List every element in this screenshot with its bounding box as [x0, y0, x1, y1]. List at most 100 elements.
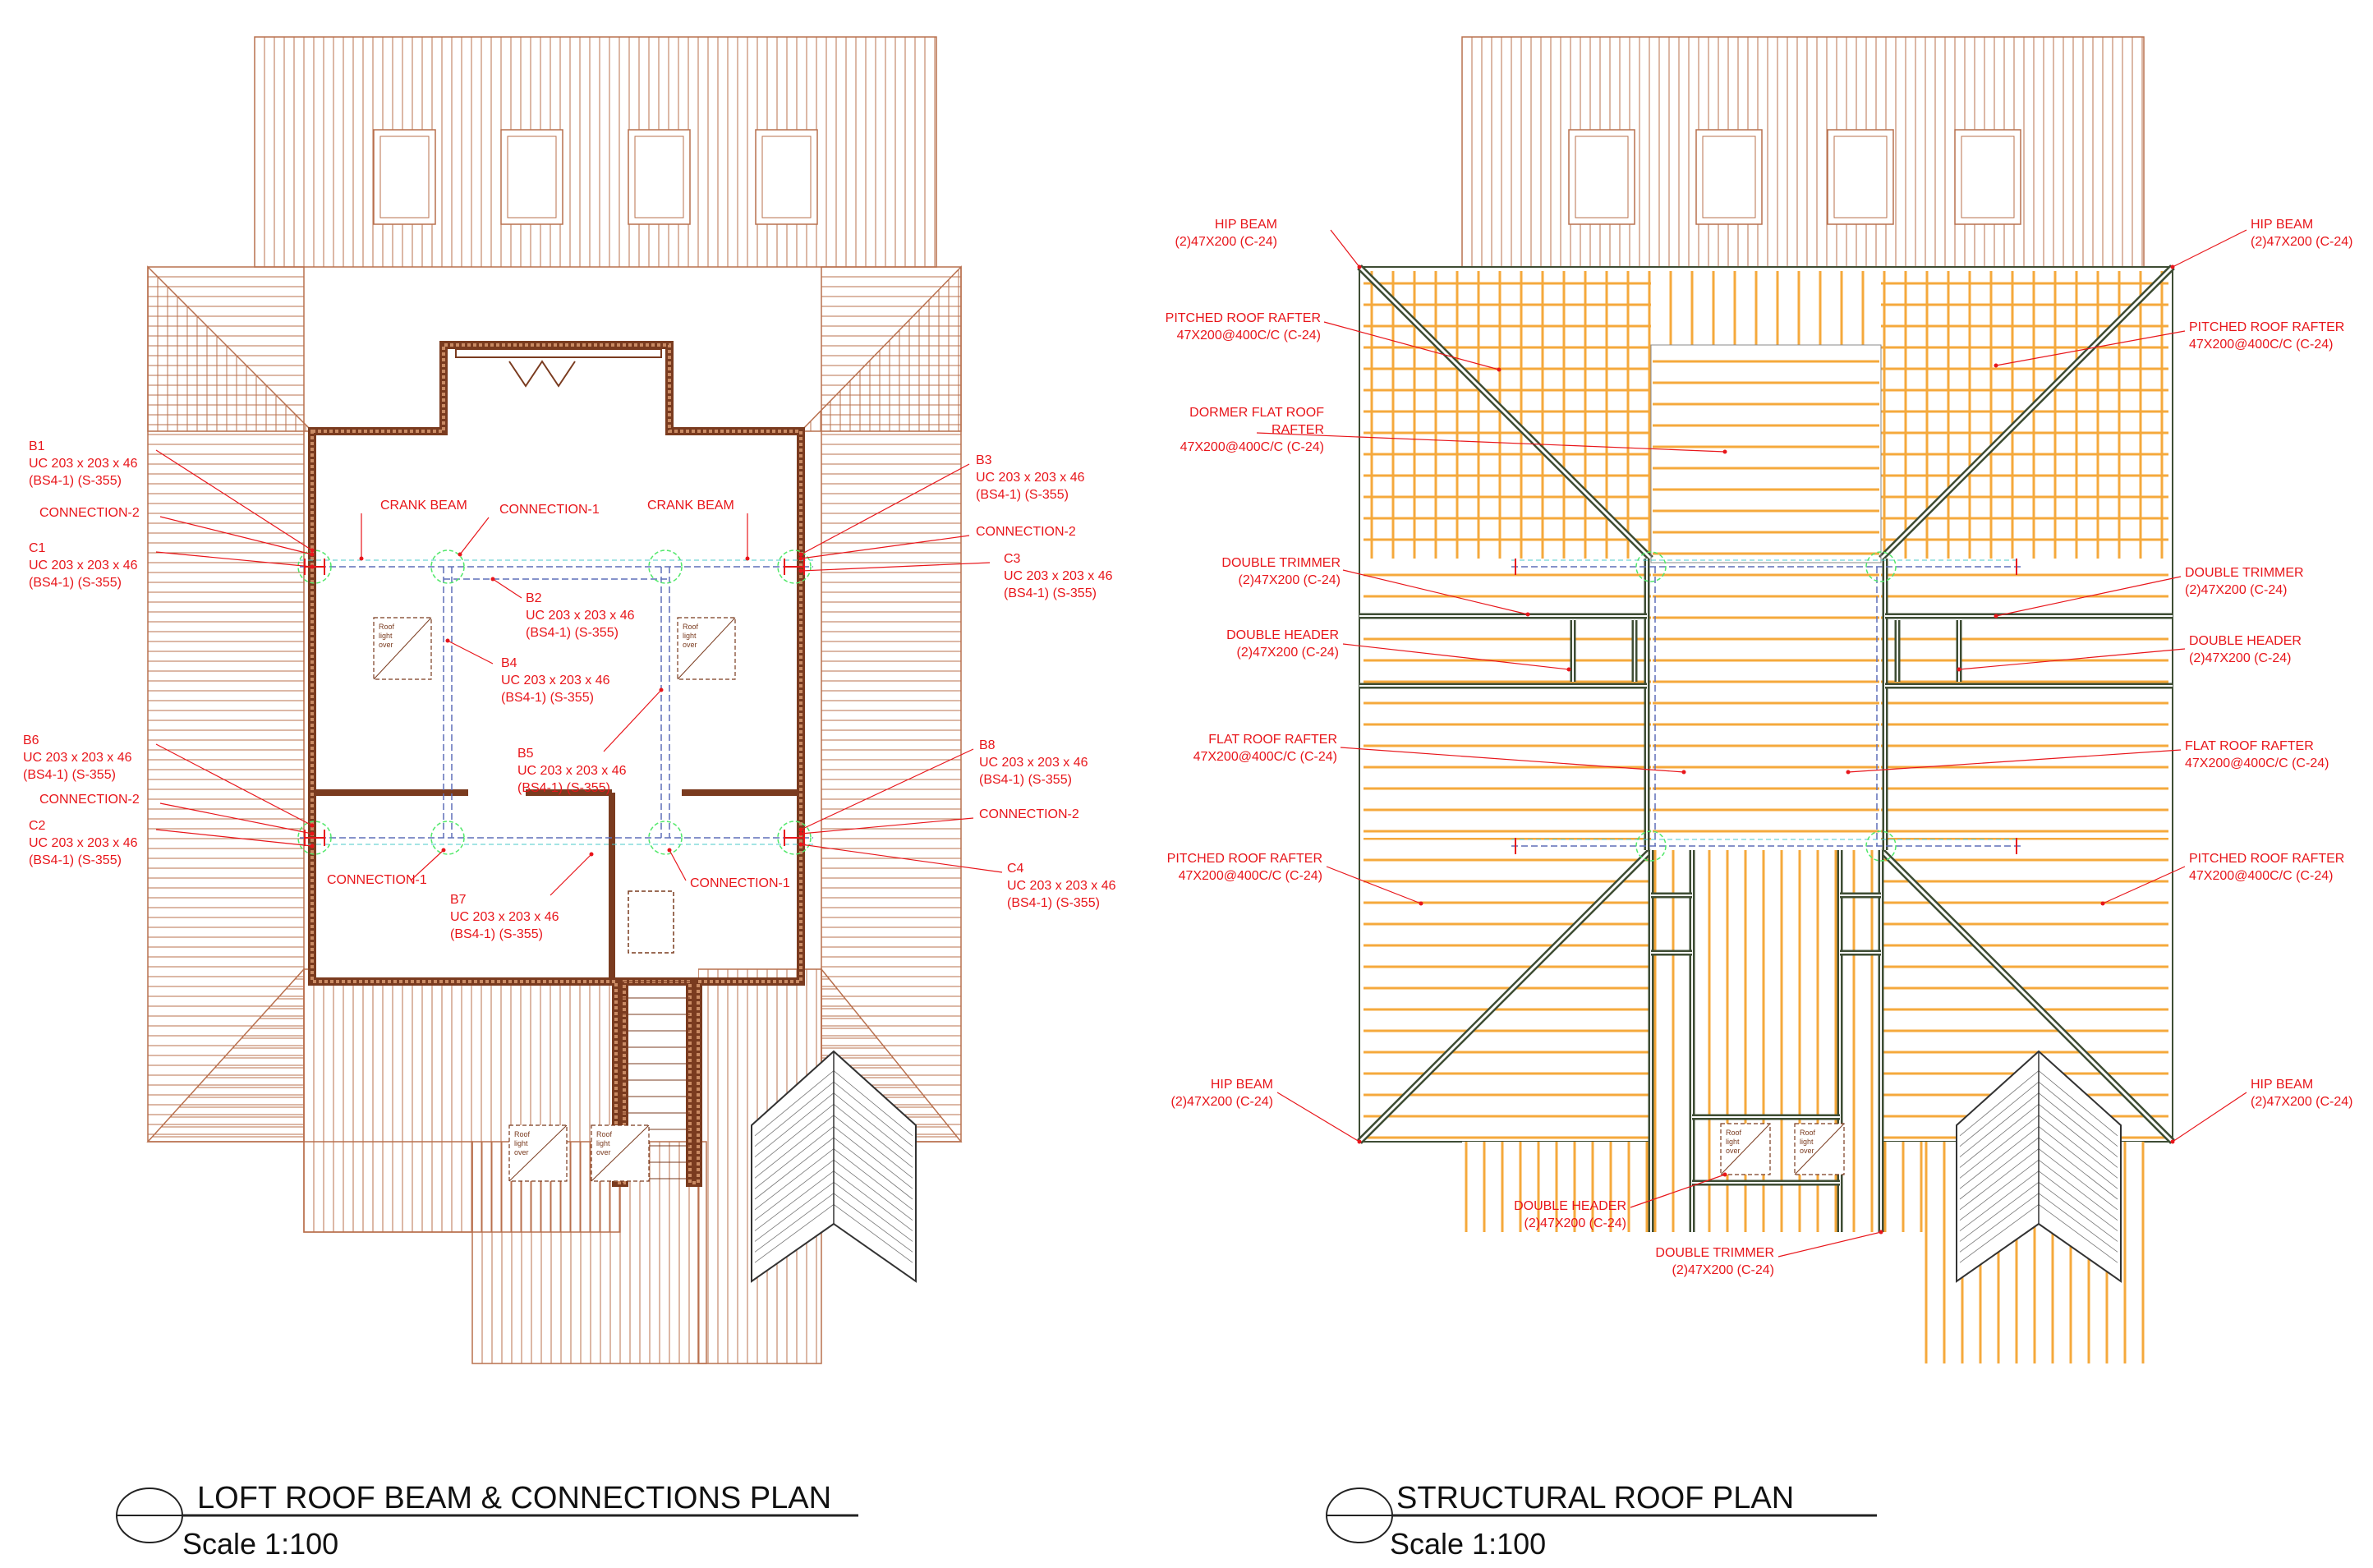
leader-line: [159, 516, 313, 555]
leader-arrowhead: [1497, 367, 1502, 372]
leader-line: [447, 640, 494, 664]
roof-slope-outline: [799, 265, 962, 432]
leader-arrowhead: [798, 827, 803, 832]
dormer-window-pane: [1961, 136, 2015, 218]
roof-slope-outline: [146, 968, 305, 1143]
leader-arrowhead: [310, 552, 315, 557]
leader-line: [603, 689, 662, 752]
label-dh-r: DOUBLE HEADER(2)47X200 (C-24): [2189, 634, 2302, 665]
label-hip-br: HIP BEAM(2)47X200 (C-24): [2251, 1078, 2353, 1109]
leader-arrowhead: [1722, 1172, 1727, 1177]
label-hip-bl: HIP BEAM(2)47X200 (C-24): [1171, 1078, 1274, 1109]
label-conn2-tl: CONNECTION-2: [39, 506, 140, 520]
label-crank-r: CRANK BEAM: [647, 499, 734, 513]
dormer-window: [373, 129, 436, 225]
beam-line: [300, 559, 813, 845]
hip-beam-core: [1358, 265, 2174, 1143]
roof-light-diagonal: [373, 617, 432, 680]
connection-circle: [1865, 830, 1897, 862]
connection-circle: [777, 821, 812, 855]
connection-circle: [430, 821, 465, 855]
dormer-window: [755, 129, 818, 225]
leader-arrowhead: [490, 577, 495, 582]
leader-arrowhead: [1681, 770, 1686, 775]
roof-tile-lines: [304, 969, 620, 1232]
leader-line: [459, 517, 490, 555]
dormer-floor: [448, 349, 665, 439]
bifold-door-swing: [508, 360, 576, 388]
leader-line: [800, 562, 991, 572]
leader-arrowhead: [1994, 614, 1998, 618]
leader-line: [800, 535, 970, 559]
dormer-window: [500, 129, 563, 225]
connection-circle: [1635, 830, 1667, 862]
leader-arrowhead: [2170, 1139, 2175, 1144]
label-dt-r: DOUBLE TRIMMER(2)47X200 (C-24): [2185, 566, 2304, 597]
connection-circle: [297, 821, 332, 855]
leader-arrowhead: [1722, 449, 1727, 454]
leader-line: [550, 853, 592, 896]
leader-line: [800, 817, 974, 835]
leader-arrowhead: [310, 564, 315, 569]
bottom-wing: [1881, 1142, 1922, 1232]
flat-roof-area: [1651, 345, 1881, 838]
leader-line: [155, 743, 313, 826]
leader-line: [1340, 747, 1685, 773]
label-conn2-bl: CONNECTION-2: [39, 793, 140, 807]
plan-title-left: LOFT ROOF BEAM & CONNECTIONS PLAN: [197, 1481, 831, 1515]
dormer-window-pane: [1575, 136, 1629, 218]
dormer-window-pane: [761, 136, 812, 218]
leader-line: [1342, 643, 1570, 670]
label-conn1-bl: CONNECTION-1: [327, 873, 427, 887]
leader-line: [1323, 321, 1500, 370]
dormer-window-pane: [1702, 136, 1756, 218]
connection-circle: [1865, 551, 1897, 582]
label-conn1-br: CONNECTION-1: [690, 876, 790, 890]
loft-floor: [316, 349, 797, 977]
leader-arrowhead: [359, 556, 364, 561]
leader-line: [1630, 1174, 1726, 1208]
label-conn2-br: CONNECTION-2: [979, 807, 1079, 821]
plan-scale-right: Scale 1:100: [1390, 1527, 1546, 1561]
leader-arrowhead: [310, 844, 315, 848]
leader-arrowhead: [1566, 667, 1571, 672]
title-block-right: STRUCTURAL ROOF PLAN Scale 1:100: [1326, 1481, 1877, 1561]
connection-circle: [297, 549, 332, 584]
leader-arrowhead: [745, 556, 750, 561]
side-band: [1881, 559, 2168, 838]
label-dh-l: DOUBLE HEADER(2)47X200 (C-24): [1226, 628, 1339, 660]
leader-line: [800, 463, 970, 555]
bifold-door: [455, 348, 662, 358]
roof-light: [628, 890, 674, 954]
label-hip-tl: HIP BEAM(2)47X200 (C-24): [1175, 218, 1278, 249]
leader-arrowhead: [667, 848, 672, 853]
label-crank-l: CRANK BEAM: [380, 499, 467, 513]
roof-light-diagonal: [508, 1124, 568, 1182]
roof-slope-outline: [147, 265, 314, 432]
leader-arrowhead: [1357, 264, 1362, 269]
roof-tile-lines: [304, 1142, 472, 1232]
leader-arrowhead: [2100, 901, 2105, 906]
leader-arrowhead: [441, 848, 446, 853]
dormer-window-pane: [507, 136, 557, 218]
connection-circle: [648, 549, 683, 584]
leader-line: [2172, 1092, 2247, 1143]
plan-title-right: STRUCTURAL ROOF PLAN: [1396, 1481, 1794, 1515]
leader-arrowhead: [310, 548, 315, 553]
side-band: [1364, 559, 1651, 838]
leader-line: [1326, 866, 1422, 904]
roof-slope-outline: [697, 968, 822, 1364]
leader-line: [800, 748, 974, 830]
leader-arrowhead: [589, 852, 594, 857]
